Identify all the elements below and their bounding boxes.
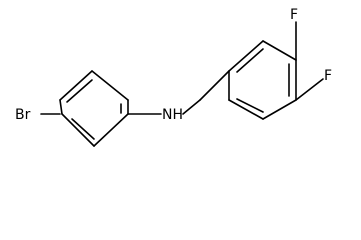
- bond-ring1-e: [93, 113, 129, 147]
- bond-ring1-b: [59, 70, 93, 101]
- bond-ring2-double-1: [236, 48, 264, 73]
- bond-ring1-f: [61, 113, 95, 147]
- difluorophenyl-ring: [228, 40, 297, 120]
- bromine-label: Br: [15, 107, 31, 123]
- bond-ring2-double-3: [236, 98, 264, 113]
- bond-ring1-a: [59, 99, 63, 115]
- bond-c-f-lower: [295, 78, 324, 101]
- chemical-structure-diagram: Br NH F F: [15, 7, 332, 147]
- bond-ch2-ring2: [199, 70, 230, 101]
- bond-ring2-e: [228, 99, 264, 120]
- amine-label: NH: [162, 107, 183, 123]
- bond-ring2-d: [262, 99, 297, 120]
- bromophenyl-ring: [59, 70, 129, 147]
- bond-ring2-a: [228, 40, 264, 72]
- fluorine-lower-label: F: [324, 68, 332, 84]
- bond-n-ch2: [182, 99, 201, 115]
- bond-ring1-double-3: [71, 118, 95, 140]
- fluorine-upper-label: F: [290, 7, 298, 23]
- bond-ring1-c: [91, 70, 129, 101]
- bond-ring2-b: [262, 40, 297, 61]
- bond-ring1-double-1: [66, 79, 93, 103]
